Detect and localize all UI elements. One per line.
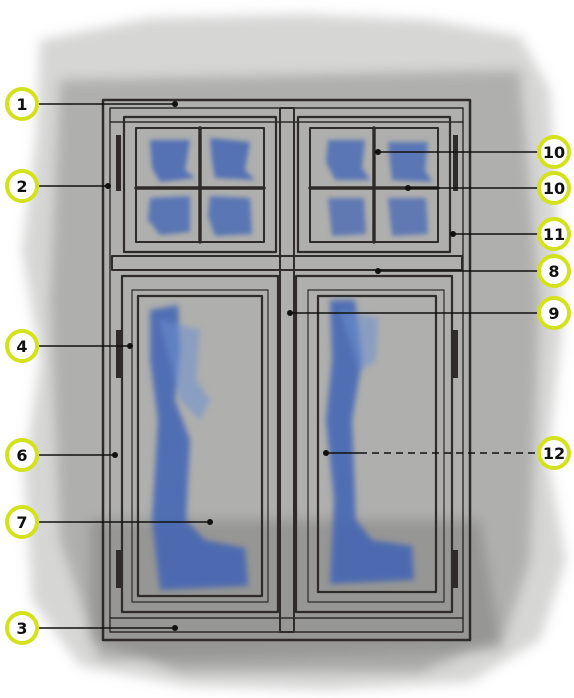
callout-4: 4 bbox=[7, 331, 37, 361]
callout-3: 3 bbox=[7, 613, 37, 643]
callout-2-label: 2 bbox=[16, 177, 27, 196]
callout-6: 6 bbox=[7, 440, 37, 470]
callout-12: 12 bbox=[539, 438, 569, 468]
callout-2: 2 bbox=[7, 171, 37, 201]
callout-1-label: 1 bbox=[16, 95, 27, 114]
callout-11: 11 bbox=[539, 219, 569, 249]
callout-10-bottom-label: 10 bbox=[543, 179, 565, 198]
callout-11-label: 11 bbox=[543, 225, 565, 244]
callout-10-top-label: 10 bbox=[543, 143, 565, 162]
callout-12-label: 12 bbox=[543, 444, 565, 463]
callout-10-bottom: 10 bbox=[539, 173, 569, 203]
callout-7: 7 bbox=[7, 507, 37, 537]
callout-9-label: 9 bbox=[548, 304, 559, 323]
callout-10-top: 10 bbox=[539, 137, 569, 167]
callout-7-label: 7 bbox=[16, 513, 27, 532]
callout-8: 8 bbox=[539, 256, 569, 286]
callout-8-label: 8 bbox=[548, 262, 559, 281]
callout-1: 1 bbox=[7, 89, 37, 119]
callout-6-label: 6 bbox=[16, 446, 27, 465]
callout-9: 9 bbox=[539, 298, 569, 328]
callout-3-label: 3 bbox=[16, 619, 27, 638]
callout-4-label: 4 bbox=[16, 337, 27, 356]
